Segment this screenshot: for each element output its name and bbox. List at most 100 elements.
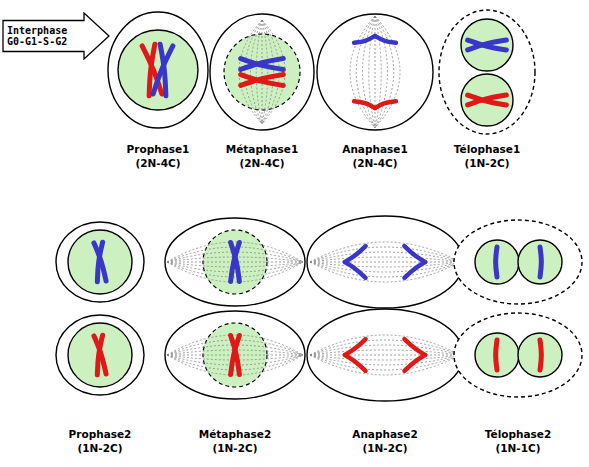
chromatid bbox=[241, 75, 284, 86]
chromatid bbox=[375, 36, 396, 43]
spindle-fiber bbox=[310, 350, 460, 355]
spindle-fiber bbox=[310, 340, 460, 355]
spindle-fiber bbox=[310, 262, 460, 267]
nucleus bbox=[518, 240, 562, 284]
chromosome-count: (1N-2C) bbox=[77, 442, 122, 455]
chromatid bbox=[241, 59, 284, 70]
spindle-fiber bbox=[310, 262, 460, 272]
arrow-label: Interphase G0-G1-S-G2 bbox=[7, 25, 79, 48]
phase-name: Prophase1 bbox=[127, 143, 190, 156]
chromosome-count: (1N-1C) bbox=[495, 442, 540, 455]
cell-membrane bbox=[108, 12, 208, 128]
spindle-fiber bbox=[375, 16, 381, 128]
chromatid bbox=[468, 95, 507, 105]
spindle-fiber bbox=[262, 20, 268, 124]
nucleus bbox=[461, 74, 513, 126]
spindle-fiber bbox=[262, 20, 263, 124]
spindle-fiber bbox=[310, 335, 460, 355]
spindle-fiber bbox=[350, 16, 375, 128]
spindle-fiber bbox=[251, 20, 263, 124]
spindle-fiber bbox=[239, 20, 262, 124]
nucleus bbox=[461, 19, 513, 71]
chromatid bbox=[94, 336, 106, 374]
chromatid bbox=[94, 243, 106, 281]
spindle-fiber bbox=[262, 20, 279, 124]
chromatid bbox=[468, 40, 507, 50]
spindle-fiber bbox=[356, 16, 375, 128]
chromosome-count: (1N-2C) bbox=[212, 442, 257, 455]
chromatid bbox=[231, 242, 240, 281]
chromatid bbox=[241, 59, 284, 70]
phase-name: Prophase2 bbox=[69, 428, 132, 441]
cell-membrane bbox=[307, 309, 463, 401]
chromatid bbox=[241, 75, 284, 86]
chromosome-count: (2N-4C) bbox=[239, 157, 284, 170]
cell-membrane bbox=[307, 216, 463, 308]
spindle-fiber bbox=[310, 355, 460, 365]
spindle-fiber bbox=[310, 247, 460, 262]
nucleus bbox=[518, 333, 562, 377]
nucleus bbox=[475, 240, 519, 284]
spindle-fiber bbox=[310, 262, 460, 263]
chromatid bbox=[231, 335, 240, 374]
chromatid bbox=[354, 36, 375, 43]
spindle-fiber bbox=[375, 16, 394, 128]
chromatid bbox=[540, 247, 541, 277]
cell-membrane bbox=[454, 313, 582, 397]
spindle-fiber bbox=[310, 355, 460, 375]
chromatid bbox=[468, 40, 507, 50]
nucleus bbox=[475, 333, 519, 377]
cell-membrane bbox=[56, 315, 144, 395]
cell-membrane bbox=[165, 311, 305, 399]
spindle-fiber bbox=[310, 252, 460, 262]
spindle-fiber bbox=[310, 355, 460, 356]
nucleus bbox=[68, 323, 132, 387]
chromatid bbox=[404, 246, 425, 262]
phase-name: Métaphase2 bbox=[199, 428, 271, 441]
chromosome-count: (2N-4C) bbox=[135, 157, 180, 170]
chromatid bbox=[231, 335, 240, 374]
chromosome-count: (1N-2C) bbox=[464, 157, 509, 170]
chromatid bbox=[496, 247, 497, 277]
spindle-fiber bbox=[262, 20, 285, 124]
spindle-fiber bbox=[369, 16, 375, 128]
chromatid bbox=[231, 242, 240, 281]
chromatid bbox=[345, 262, 366, 278]
spindle-fiber bbox=[310, 262, 460, 277]
chromatid bbox=[345, 339, 366, 355]
spindle-fiber bbox=[375, 16, 388, 128]
spindle-fiber bbox=[245, 20, 262, 124]
cell-membrane bbox=[454, 220, 582, 304]
stage-arrow: Interphase G0-G1-S-G2 bbox=[2, 12, 110, 60]
spindle-fiber bbox=[262, 20, 274, 124]
cell-membrane bbox=[439, 10, 535, 134]
spindle-fiber bbox=[256, 20, 262, 124]
phase-name: Anaphase2 bbox=[352, 428, 417, 441]
chromatid bbox=[160, 44, 166, 96]
spindle-fiber bbox=[310, 242, 460, 262]
chromatid bbox=[375, 101, 396, 108]
chromosome-count: (2N-4C) bbox=[352, 157, 397, 170]
chromatid bbox=[345, 355, 366, 371]
phase-name: Anaphase1 bbox=[342, 143, 407, 156]
cell-membrane bbox=[317, 14, 433, 130]
chromatid bbox=[345, 246, 366, 262]
chromatid bbox=[404, 339, 425, 355]
cell-membrane bbox=[165, 218, 305, 306]
spindle-fiber bbox=[310, 262, 460, 282]
chromatid bbox=[404, 262, 425, 278]
chromatid bbox=[496, 340, 497, 370]
chromatid bbox=[540, 340, 541, 370]
phase-name: Métaphase1 bbox=[226, 143, 298, 156]
chromatid bbox=[354, 101, 375, 108]
spindle-fiber bbox=[375, 16, 400, 128]
chromatid bbox=[468, 95, 507, 105]
spindle-fiber bbox=[310, 355, 460, 370]
nucleus bbox=[68, 230, 132, 294]
arrow-shape bbox=[3, 13, 109, 59]
spindle-fiber bbox=[310, 355, 460, 360]
cell-membrane bbox=[56, 222, 144, 302]
chromatid bbox=[404, 355, 425, 371]
